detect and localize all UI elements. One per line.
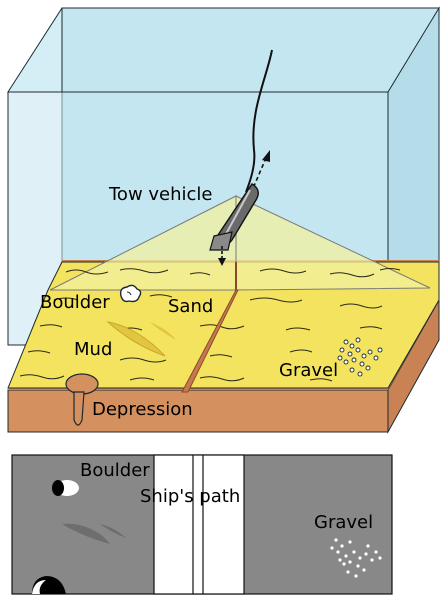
label-depression: Depression xyxy=(92,399,193,420)
label-mud: Mud xyxy=(74,339,112,360)
tow-vehicle xyxy=(209,183,259,266)
sonar-image: Boulder Ship's path Gravel xyxy=(11,454,393,595)
sonar-label-gravel: Gravel xyxy=(314,512,373,533)
sonar-mud-smear-2 xyxy=(100,524,126,538)
sonar-label-ships-path: Ship's path xyxy=(140,486,240,507)
tow-cable xyxy=(245,49,273,193)
label-sand: Sand xyxy=(168,296,213,317)
depression xyxy=(65,373,99,426)
ship-track-groove xyxy=(181,289,239,393)
sonar-boulder-shadow xyxy=(52,480,64,496)
sonar-depression-echo xyxy=(32,576,66,594)
sediment-front xyxy=(7,389,389,433)
sonar-label-boulder: Boulder xyxy=(80,460,150,481)
mud-patch xyxy=(106,321,166,357)
label-tow-vehicle: Tow vehicle xyxy=(108,184,213,205)
seabed-block xyxy=(7,195,440,434)
sonar-mud-smear xyxy=(62,523,110,544)
mud-patch-2 xyxy=(150,322,176,340)
gravel-pile xyxy=(337,337,383,377)
sonar-depression-highlight xyxy=(32,580,46,594)
label-gravel: Gravel xyxy=(279,360,338,381)
seabed-texture xyxy=(19,268,401,382)
ships-path-band xyxy=(153,454,245,595)
seabed-surface xyxy=(7,261,440,389)
sonar-beam-right xyxy=(235,195,431,291)
boulder xyxy=(119,284,142,303)
sonar-gravel-echo xyxy=(330,538,382,578)
label-boulder: Boulder xyxy=(40,292,110,313)
